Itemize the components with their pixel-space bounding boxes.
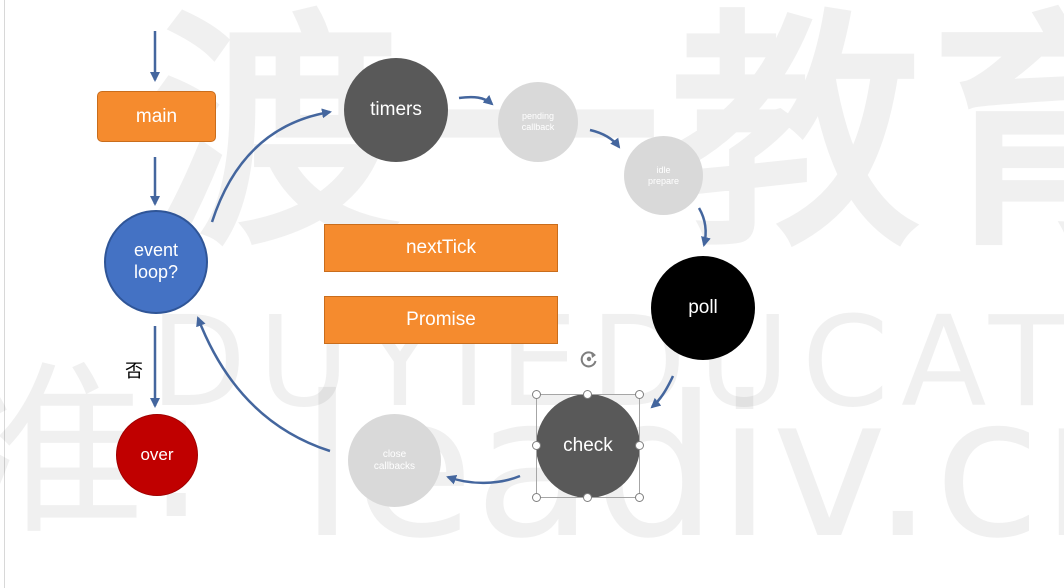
arrow-timers-to-pending (458, 94, 494, 106)
arrow-idle-to-poll (697, 207, 711, 247)
event-loop-label-line2: loop? (133, 262, 179, 282)
pending-label-line2: callback (521, 122, 555, 132)
timers-node[interactable]: timers (344, 58, 448, 162)
over-node[interactable]: over (116, 414, 198, 496)
resize-handle-bottom-left[interactable] (532, 493, 541, 502)
nexttick-label: nextTick (405, 237, 477, 258)
close-label-line2: callbacks (373, 460, 416, 472)
resize-handle-bottom-right[interactable] (635, 493, 644, 502)
over-label: over (140, 444, 174, 464)
no-branch-label: 否 (125, 361, 143, 382)
resize-handle-top-left[interactable] (532, 390, 541, 399)
resize-handle-bottom[interactable] (583, 493, 592, 502)
close-callbacks-node[interactable]: close callbacks (348, 414, 441, 507)
slide-edge (4, 0, 5, 588)
arrow-close-to-event-loop (196, 316, 331, 453)
idle-label-line1: idle (656, 164, 671, 175)
pending-label-line1: pending (521, 111, 555, 122)
promise-label: Promise (406, 309, 476, 330)
idle-label-line2: prepare (647, 175, 680, 186)
arrow-poll-to-check (650, 375, 675, 409)
selection-frame (536, 394, 640, 498)
arrow-pending-to-idle (589, 128, 621, 149)
event-loop-label-line1: event (133, 240, 179, 261)
rotate-icon[interactable] (579, 349, 599, 369)
event-loop-node[interactable]: event loop? (104, 210, 208, 314)
check-label: check (563, 434, 613, 456)
resize-handle-top-right[interactable] (635, 390, 644, 399)
resize-handle-top[interactable] (583, 390, 592, 399)
check-node[interactable]: check (536, 394, 640, 498)
pending-callback-node[interactable]: pending callback (498, 82, 578, 162)
poll-node[interactable]: poll (651, 256, 755, 360)
poll-label: poll (688, 296, 718, 318)
close-label-line1: close (382, 448, 407, 460)
arrow-event-loop-to-timers (210, 108, 332, 223)
resize-handle-right[interactable] (635, 441, 644, 450)
arrow-check-to-close (446, 474, 521, 485)
idle-prepare-node[interactable]: idle prepare (624, 136, 703, 215)
nexttick-box[interactable]: nextTick (324, 224, 558, 272)
timers-label: timers (370, 98, 422, 120)
resize-handle-left[interactable] (532, 441, 541, 450)
promise-box[interactable]: Promise (324, 296, 558, 344)
main-box[interactable]: main (97, 91, 216, 142)
main-label: main (135, 105, 178, 127)
